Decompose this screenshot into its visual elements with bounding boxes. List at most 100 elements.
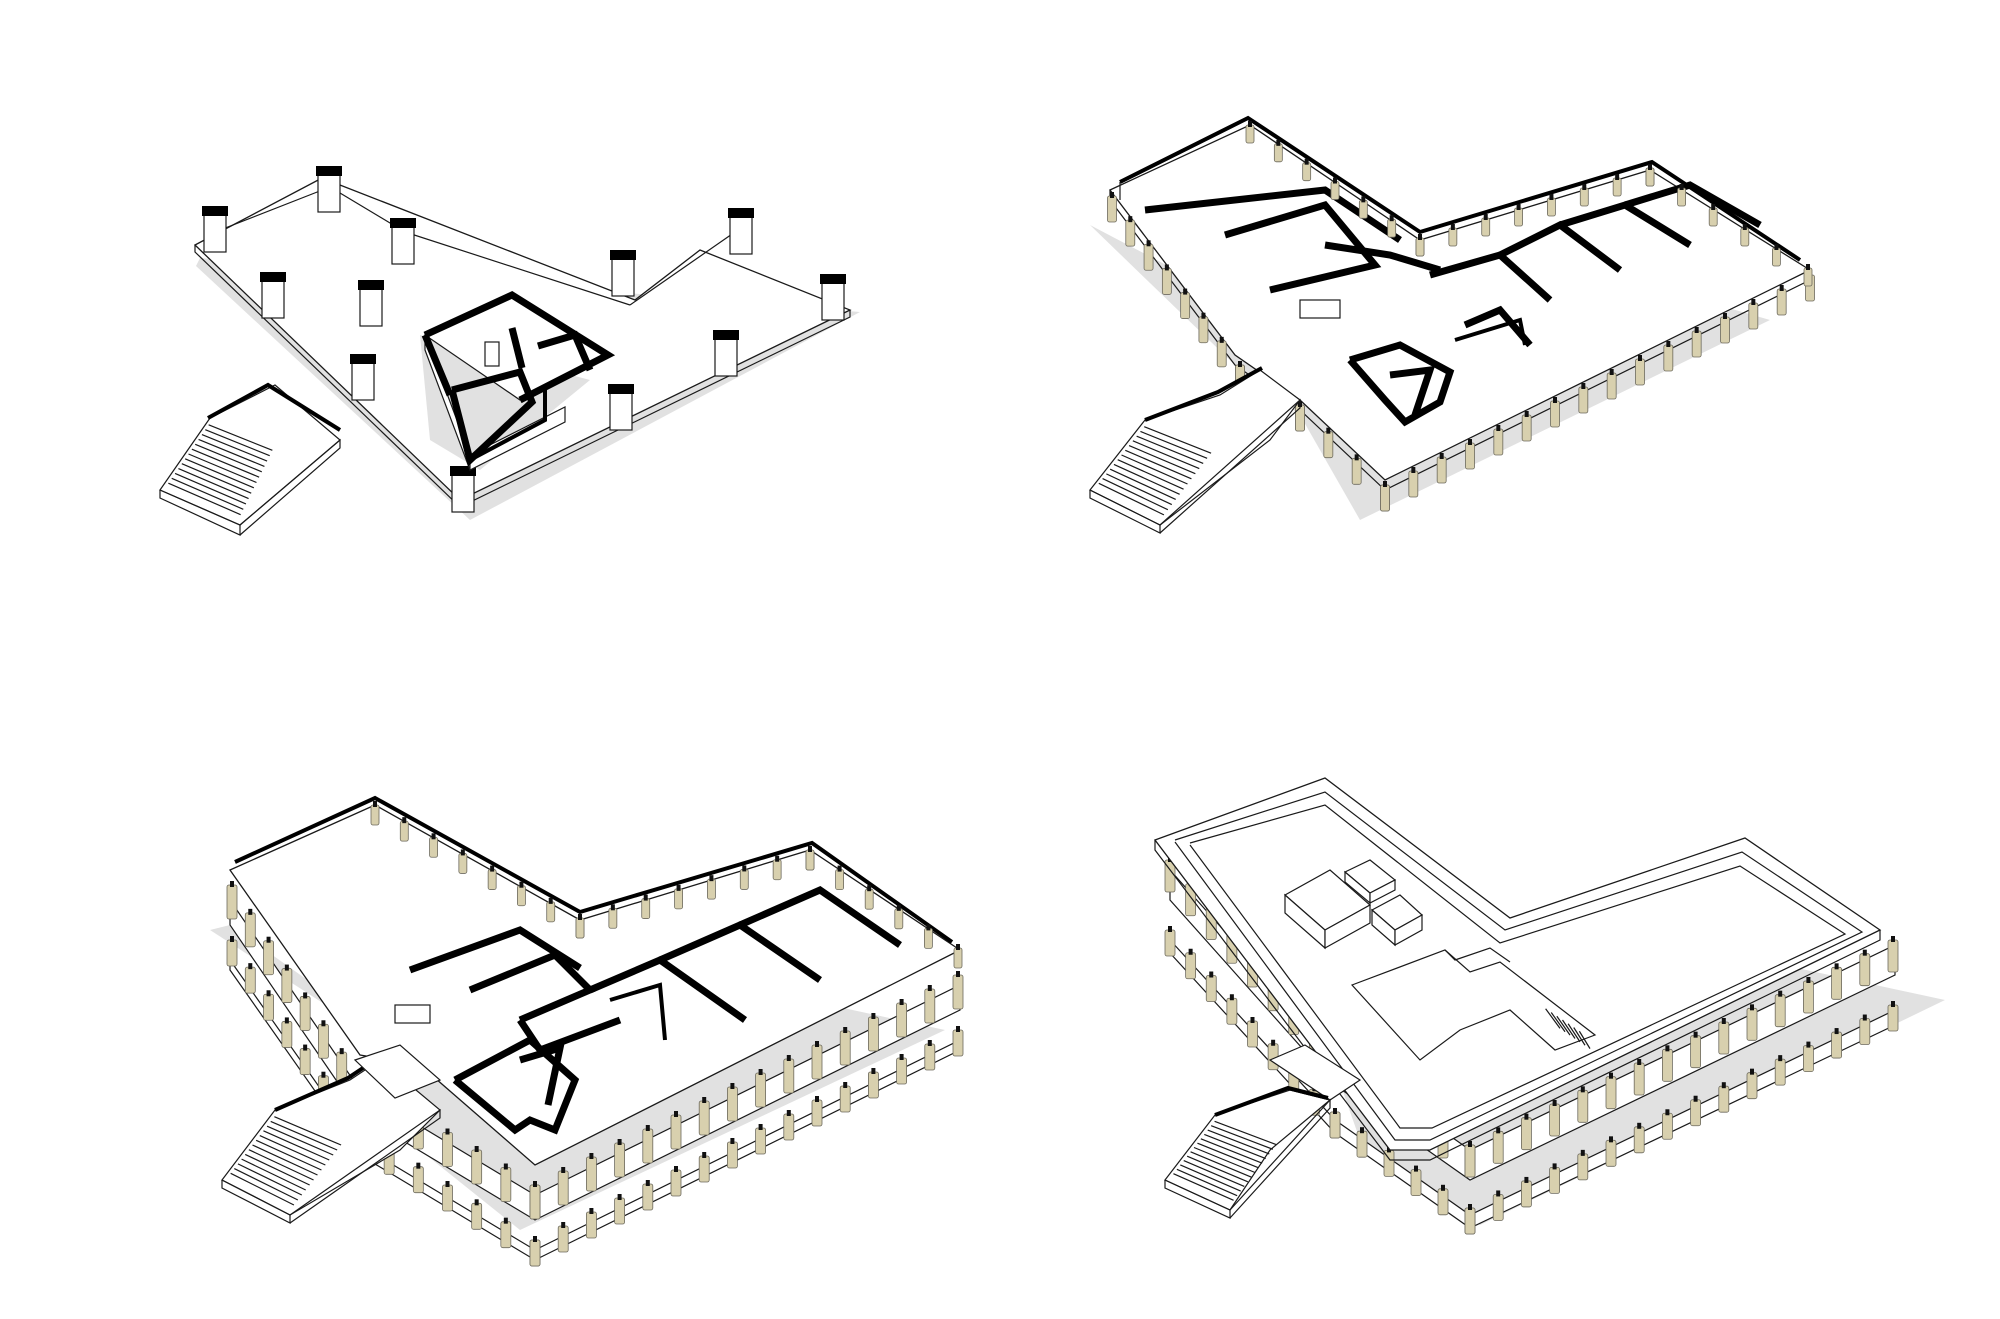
facade-column [442,1132,453,1167]
facade-column [924,988,936,1024]
facade-column [1125,219,1136,247]
roof-courtyard [1350,949,1597,1061]
facade-column [1772,247,1781,267]
facade-column [1198,316,1209,344]
stair-tread [252,1144,318,1176]
facade-column [529,1239,541,1267]
railing-post [1496,1190,1501,1197]
facade-column [1161,268,1172,295]
facade-column [894,908,904,930]
facade-column [1492,1194,1504,1221]
railing-post [786,1055,791,1061]
stair-tread [168,482,241,516]
railing-post [445,1181,450,1187]
facade-column [864,888,874,910]
railing-post [1383,481,1387,487]
stair-tread [205,429,270,457]
railing-post [617,1139,622,1145]
facade-column [1436,456,1447,484]
facade-column [442,1184,453,1212]
railing-post [1751,299,1756,305]
facade-column [868,1016,879,1052]
railing-post [533,1181,537,1187]
railing-post [1638,355,1642,361]
railing-post [808,846,812,852]
railing-post [1333,1108,1337,1114]
column [358,280,384,327]
railing-post [1581,383,1586,389]
facade-column [868,1071,879,1099]
railing-post [1553,397,1557,403]
facade-column [244,966,256,994]
facade-column [1859,953,1871,987]
stair-tread [1545,1008,1561,1029]
railing-post [926,924,931,931]
railing-post [1229,994,1234,1001]
railing-post [617,1194,622,1200]
facade-column [1356,1130,1368,1158]
railing-post [815,1041,819,1047]
railing-post [867,885,872,892]
facade-column [924,928,933,949]
facade-column [811,1044,823,1080]
column [728,208,754,255]
facade-column [952,974,964,1010]
stair-tread [174,472,247,505]
railing-post [1441,1184,1445,1191]
railing-post [1304,158,1309,165]
facade-column [1547,197,1556,217]
facade-column [1803,267,1813,287]
railing-post [1750,1068,1754,1075]
stair-tread [248,1149,314,1181]
stair-tread [244,1153,310,1186]
stair-tread [1143,426,1212,454]
facade-column [557,1170,569,1206]
railing-post [1219,336,1224,343]
stair-tread [201,434,268,462]
railing-post [1333,177,1337,184]
railing-post [1694,327,1699,333]
facade-column [575,917,585,939]
facade-column [1549,1167,1560,1194]
facade-column [1107,195,1117,223]
railing-post [1862,1014,1867,1021]
railing-post [730,1083,735,1089]
railing-post [896,904,901,911]
railing-post [1665,1045,1670,1052]
railing-post [843,1082,848,1088]
facade-column [1437,1188,1449,1216]
railing-post [321,1020,326,1027]
stair-tread [1556,1015,1571,1036]
railing-post [702,1097,707,1103]
railing-post [1552,1163,1557,1170]
facade-column [1612,177,1622,197]
facade-column [642,1128,654,1164]
column [713,330,739,377]
facade-column [1521,1117,1532,1151]
facade-column [318,1023,329,1059]
facade-column [1387,218,1397,238]
stair-tread [1173,1173,1234,1201]
railing-post [1238,361,1242,367]
railing-post [815,1096,819,1102]
railing-post [1468,439,1472,445]
facade-column [1633,1062,1645,1096]
stair-tread [234,1168,299,1201]
railing-post [474,1146,479,1152]
facade-column [1718,1085,1730,1113]
railing-post [1361,196,1366,203]
facade-column [641,898,651,919]
facade-column [1492,1130,1504,1164]
facade-column [1514,207,1523,227]
facade-column [299,996,311,1031]
facade-column [1774,1058,1786,1086]
railing-post [1779,285,1784,291]
stair-tread [1197,1142,1259,1169]
stair-tread [1113,463,1180,495]
stair-tread [188,453,257,484]
facade-column [642,1183,654,1211]
railing-post [1693,1095,1698,1102]
column [608,384,634,431]
railing-post [1615,174,1620,180]
facade-column [1605,1076,1617,1110]
